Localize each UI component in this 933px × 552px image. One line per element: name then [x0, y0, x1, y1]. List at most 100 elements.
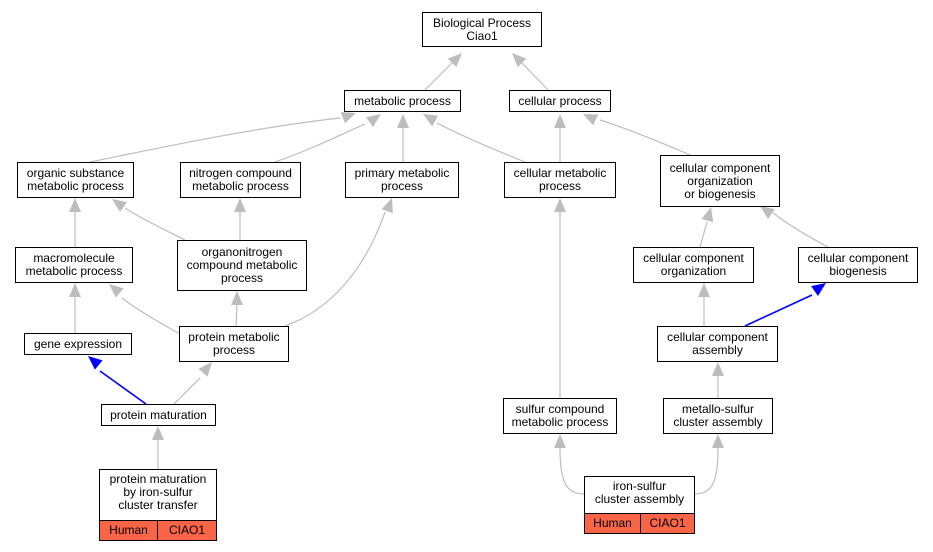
species-tag[interactable]: Human: [100, 521, 157, 540]
node-label-line: iron-sulfur: [612, 479, 667, 493]
edge-arrowhead: [554, 114, 566, 128]
is-a-edge: [521, 62, 549, 91]
node-primary-metabolic-process[interactable]: primary metabolic process: [345, 162, 459, 198]
node-label-line: protein metabolic: [188, 330, 280, 344]
is-a-edge: [424, 62, 453, 91]
edge-arrowhead: [88, 356, 103, 370]
node-label-line: organonitrogen: [201, 245, 283, 259]
node-cellular-metabolic-process[interactable]: cellular metabolic process: [504, 162, 616, 198]
node-cellular-component-biogenesis[interactable]: cellular component biogenesis: [798, 247, 918, 283]
node-label-line: organic substance: [26, 166, 125, 180]
node-label-line: or biogenesis: [684, 186, 756, 201]
node-label-line: process: [538, 179, 582, 193]
edge-arrowhead: [340, 112, 356, 124]
part-of-edge: [744, 294, 813, 327]
node-label-line: metallo-sulfur: [681, 402, 755, 416]
node-protein-metabolic-process[interactable]: protein metabolic process: [179, 326, 289, 362]
edge-arrowhead: [712, 434, 724, 448]
node-sulfur-compound-metabolic-process[interactable]: sulfur compound metabolic process: [503, 398, 617, 434]
node-label-line: organization: [687, 173, 753, 188]
edge-arrowhead: [811, 283, 826, 296]
edge-arrowhead: [231, 291, 243, 305]
part-of-edge: [99, 370, 147, 405]
node-label: iron-sulfur cluster assembly: [595, 477, 684, 506]
is-a-edge: [124, 207, 186, 241]
edge-arrowhead: [583, 114, 599, 126]
node-label-line: metabolic process: [354, 93, 451, 108]
is-a-edge: [694, 447, 719, 495]
node-label: protein maturation by iron-sulfur cluste…: [110, 470, 207, 512]
edge-arrowhead: [760, 206, 775, 219]
edge-arrowhead: [701, 207, 714, 223]
node-macromolecule-metabolic-process[interactable]: macromolecule metabolic process: [15, 247, 133, 283]
node-cellular-component-organization[interactable]: cellular component organization: [633, 247, 754, 283]
edge-arrowhead: [698, 283, 710, 297]
node-label-line: cellular component: [643, 251, 744, 265]
species-tag[interactable]: Human: [585, 514, 640, 533]
node-label-line: protein maturation: [110, 407, 207, 422]
node-organic-substance-metabolic-process[interactable]: organic substance metabolic process: [17, 162, 134, 198]
annotation-tags: Human CIAO1: [100, 520, 216, 540]
node-nitrogen-compound-metabolic-process[interactable]: nitrogen compound metabolic process: [180, 162, 301, 198]
node-organonitrogen-compound-metabolic-process[interactable]: organonitrogen compound metabolic proces…: [177, 240, 307, 291]
node-label-line: cluster transfer: [118, 498, 198, 512]
node-label-line: biogenesis: [829, 264, 887, 278]
node-label-line: Ciao1: [466, 28, 498, 43]
node-label-line: process: [380, 179, 424, 193]
node-metabolic-process[interactable]: metabolic process: [344, 90, 461, 112]
node-label-line: sulfur compound: [515, 402, 605, 416]
node-label-line: compound metabolic: [186, 258, 298, 272]
node-label-line: cellular metabolic: [513, 166, 607, 180]
node-cellular-component-assembly[interactable]: cellular component assembly: [657, 326, 778, 362]
node-protein-maturation-by-iron-sulfur-cluster-transfer[interactable]: protein maturation by iron-sulfur cluste…: [99, 469, 217, 541]
edge-arrowhead: [447, 53, 462, 68]
node-label-line: cluster assembly: [594, 492, 685, 506]
node-label-line: Biological Process: [432, 15, 532, 30]
annotation-tags: Human CIAO1: [585, 513, 694, 533]
gene-tag[interactable]: CIAO1: [157, 521, 216, 540]
edge-arrowhead: [109, 284, 124, 298]
node-cellular-process[interactable]: cellular process: [509, 90, 611, 112]
node-gene-expression[interactable]: gene expression: [24, 333, 132, 355]
node-label-line: gene expression: [33, 336, 123, 351]
node-iron-sulfur-cluster-assembly[interactable]: iron-sulfur cluster assembly Human CIAO1: [584, 476, 695, 534]
is-a-edge: [235, 304, 238, 327]
node-label-line: nitrogen compound: [189, 166, 292, 180]
node-label-line: primary metabolic: [354, 166, 450, 180]
edge-arrowhead: [423, 114, 439, 127]
is-a-edge: [173, 377, 201, 405]
node-label-line: cellular component: [807, 251, 909, 265]
edge-arrowhead: [554, 434, 566, 448]
node-cellular-component-organization-or-biogenesis[interactable]: cellular component organization or bioge…: [660, 155, 780, 207]
is-a-edge: [121, 297, 183, 336]
is-a-edge: [284, 211, 386, 327]
edge-arrowhead: [512, 53, 527, 68]
gene-tag[interactable]: CIAO1: [640, 514, 694, 533]
node-label-line: metabolic process: [511, 415, 609, 429]
is-a-edge: [89, 117, 341, 163]
is-a-edge: [599, 119, 691, 156]
node-label-line: cluster assembly: [673, 415, 763, 429]
node-label-line: organization: [660, 264, 727, 278]
edge-arrowhead: [152, 426, 164, 440]
edge-arrowhead: [397, 114, 409, 128]
node-label-line: process: [220, 271, 264, 285]
node-label-line: cellular process: [518, 93, 602, 108]
edge-arrowhead: [712, 362, 724, 376]
node-label-line: process: [212, 343, 256, 357]
edge-arrowhead: [112, 199, 127, 212]
node-metallo-sulfur-cluster-assembly[interactable]: metallo-sulfur cluster assembly: [663, 398, 773, 434]
node-label-line: metabolic process: [27, 179, 124, 193]
is-a-edge: [436, 122, 526, 163]
node-label-line: cellular component: [667, 330, 768, 344]
node-label-line: metabolic process: [25, 264, 123, 278]
node-label-line: protein maturation: [109, 472, 207, 486]
edge-arrowhead: [198, 362, 212, 377]
node-label-line: metabolic process: [192, 179, 289, 193]
node-label-line: cellular component: [669, 160, 771, 175]
is-a-edge: [559, 447, 585, 495]
node-biological-process-root[interactable]: Biological Process Ciao1: [422, 12, 542, 47]
node-protein-maturation[interactable]: protein maturation: [101, 404, 216, 426]
edge-arrowhead: [69, 283, 81, 297]
